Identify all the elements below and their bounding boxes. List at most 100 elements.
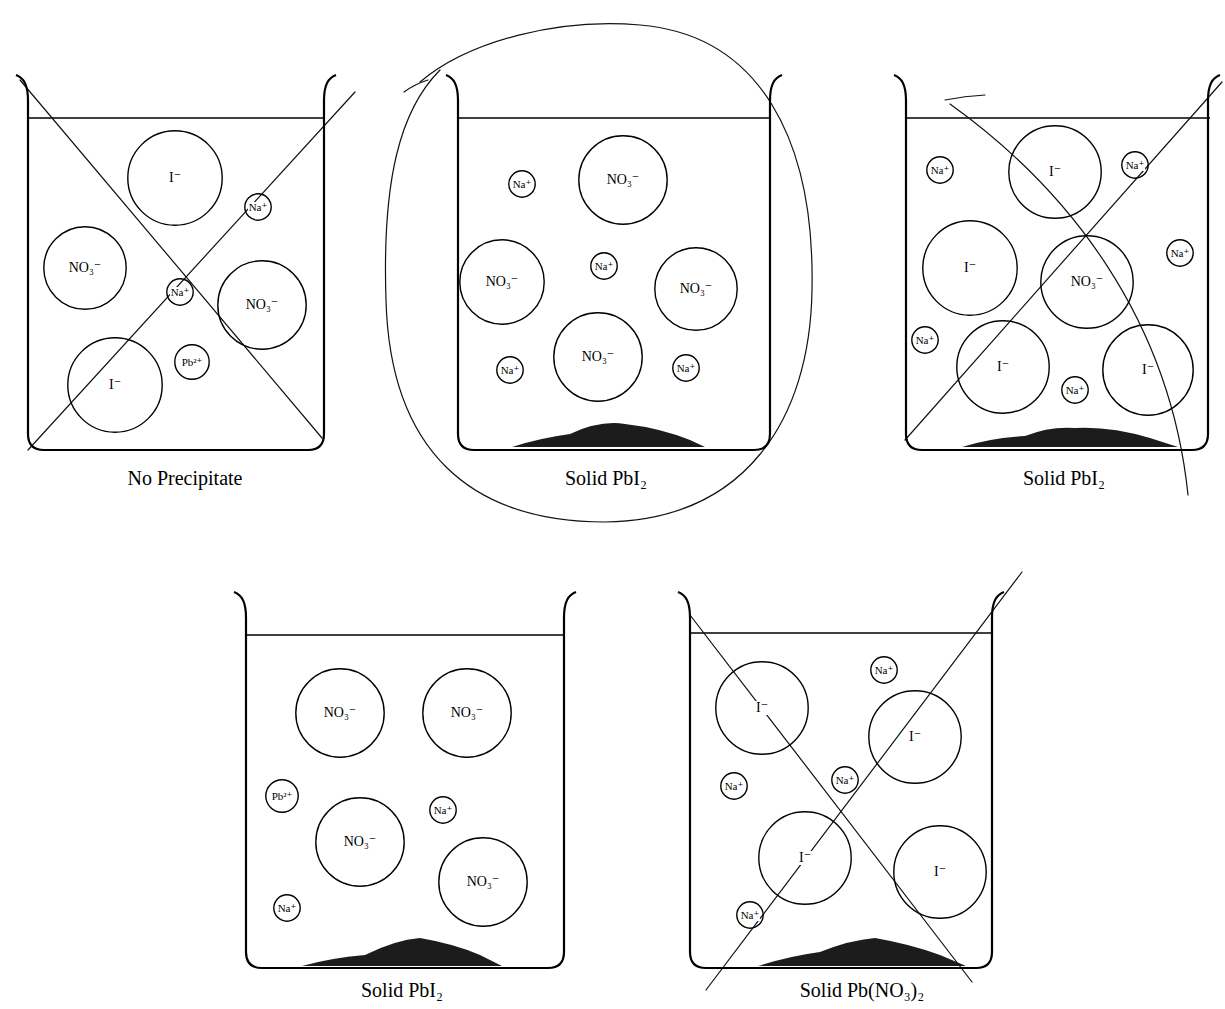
ion-circle: Na⁺ [736, 901, 764, 929]
ion-ring [927, 157, 953, 183]
ion-label: Na⁺ [594, 261, 615, 272]
ion-label: I⁻ [168, 171, 182, 185]
beaker: No Precipitate I⁻ Na⁺ NO₃⁻ Na⁺ NO₃⁻ Pb²⁺ I⁻ [10, 68, 345, 500]
ion-ring [68, 338, 162, 432]
ion-circle: I⁻ [67, 337, 163, 433]
ion-label: Na⁺ [915, 335, 936, 346]
ion-label: Na⁺ [512, 179, 533, 190]
ion-label: I⁻ [108, 378, 122, 392]
ion-circle: I⁻ [758, 811, 852, 905]
ion-ring [579, 136, 667, 224]
ion-circle: Na⁺ [1061, 376, 1089, 404]
ion-label: NO₃⁻ [245, 298, 280, 312]
beaker-caption: No Precipitate [128, 467, 243, 489]
ion-ring [1122, 152, 1148, 178]
ion-circle: NO₃⁻ [422, 668, 512, 758]
ion-ring [430, 797, 456, 823]
beaker: Solid Pb(NO₃)₂Na⁺I⁻I⁻Na⁺Na⁺I⁻I⁻Na⁺ [672, 585, 1010, 1003]
ion-ring [167, 279, 193, 305]
ion-circle: Na⁺ [273, 894, 301, 922]
ion-circle: I⁻ [956, 320, 1050, 414]
ion-ring [439, 838, 527, 926]
ion-circle: I⁻ [868, 690, 962, 784]
ion-label: Pb²⁺ [181, 357, 204, 368]
beaker-glass [16, 75, 336, 450]
ion-circle: Na⁺ [1121, 151, 1149, 179]
ion-ring [871, 657, 897, 683]
beaker-glass [234, 592, 576, 968]
ion-ring [759, 812, 851, 904]
ion-ring [1041, 236, 1133, 328]
beaker-caption: Solid PbI₂ [1023, 467, 1105, 489]
ion-label: Na⁺ [500, 365, 521, 376]
ion-label: Na⁺ [740, 910, 761, 921]
beaker: Solid PbI₂Na⁺I⁻Na⁺I⁻NO₃⁻Na⁺Na⁺I⁻Na⁺I⁻ [892, 68, 1223, 500]
ion-circle: Na⁺ [590, 252, 618, 280]
ion-ring [497, 357, 523, 383]
ion-ring [316, 798, 404, 886]
ion-ring [175, 345, 209, 379]
ion-circle: NO₃⁻ [295, 668, 385, 758]
ion-label: Pb²⁺ [271, 791, 294, 802]
ion-circle: NO₃⁻ [654, 247, 738, 331]
ion-label: Na⁺ [930, 165, 951, 176]
ion-circle: Pb²⁺ [174, 344, 210, 380]
ion-ring [591, 253, 617, 279]
ion-ring [673, 355, 699, 381]
ion-ring [460, 240, 544, 324]
ion-circle: I⁻ [127, 130, 223, 226]
ion-circle: NO₃⁻ [217, 260, 307, 350]
ion-circle: Na⁺ [720, 772, 748, 800]
ion-ring [218, 261, 306, 349]
ion-label: I⁻ [908, 730, 922, 744]
ion-circle: NO₃⁻ [459, 239, 545, 325]
ion-circle: Na⁺ [496, 356, 524, 384]
ion-circle: Na⁺ [870, 656, 898, 684]
ion-label: NO₃⁻ [68, 261, 103, 275]
ion-label: Na⁺ [1125, 160, 1146, 171]
ion-ring [912, 327, 938, 353]
ion-circle: I⁻ [1102, 324, 1194, 416]
ion-circle: I⁻ [715, 661, 809, 755]
ion-circle: Na⁺ [672, 354, 700, 382]
ion-label: Na⁺ [248, 202, 269, 213]
ion-label: Na⁺ [874, 665, 895, 676]
ion-circle: Na⁺ [508, 170, 536, 198]
ion-ring [737, 902, 763, 928]
ion-ring [869, 691, 961, 783]
ion-ring [716, 662, 808, 754]
ion-label: NO₃⁻ [343, 835, 378, 849]
ion-ring [296, 669, 384, 757]
ion-label: I⁻ [1048, 165, 1062, 179]
beaker-glass [678, 592, 1004, 968]
ion-label: NO₃⁻ [323, 706, 358, 720]
ion-ring [1167, 240, 1193, 266]
beaker-outline [892, 68, 1223, 500]
ion-label: I⁻ [755, 701, 769, 715]
ion-ring [1103, 325, 1193, 415]
beaker-caption: Solid PbI₂ [361, 979, 443, 1001]
ion-ring [923, 221, 1017, 315]
beaker: Solid PbI₂ NO₃⁻ NO₃⁻ Pb²⁺ Na⁺ NO₃⁻ NO₃⁻ Na⁺ [228, 585, 578, 1003]
ion-circle: Na⁺ [166, 278, 194, 306]
ion-label: I⁻ [963, 261, 977, 275]
ion-ring [128, 131, 222, 225]
ion-ring [266, 780, 298, 812]
ion-circle: Na⁺ [1166, 239, 1194, 267]
ion-ring [655, 248, 737, 330]
pen-mark [20, 24, 1222, 990]
ion-ring [957, 321, 1049, 413]
ion-circle: I⁻ [1008, 125, 1102, 219]
ion-label: I⁻ [933, 865, 947, 879]
ion-label: NO₃⁻ [606, 173, 641, 187]
ion-label: Na⁺ [835, 775, 856, 786]
ion-circle: Pb²⁺ [265, 779, 299, 813]
ion-label: I⁻ [1141, 363, 1155, 377]
ion-label: NO₃⁻ [679, 282, 714, 296]
beaker-caption: Solid PbI₂ [565, 467, 647, 489]
ion-label: Na⁺ [433, 805, 454, 816]
ion-circle: NO₃⁻ [553, 312, 643, 402]
ion-ring [1062, 377, 1088, 403]
ion-circle: NO₃⁻ [438, 837, 528, 927]
